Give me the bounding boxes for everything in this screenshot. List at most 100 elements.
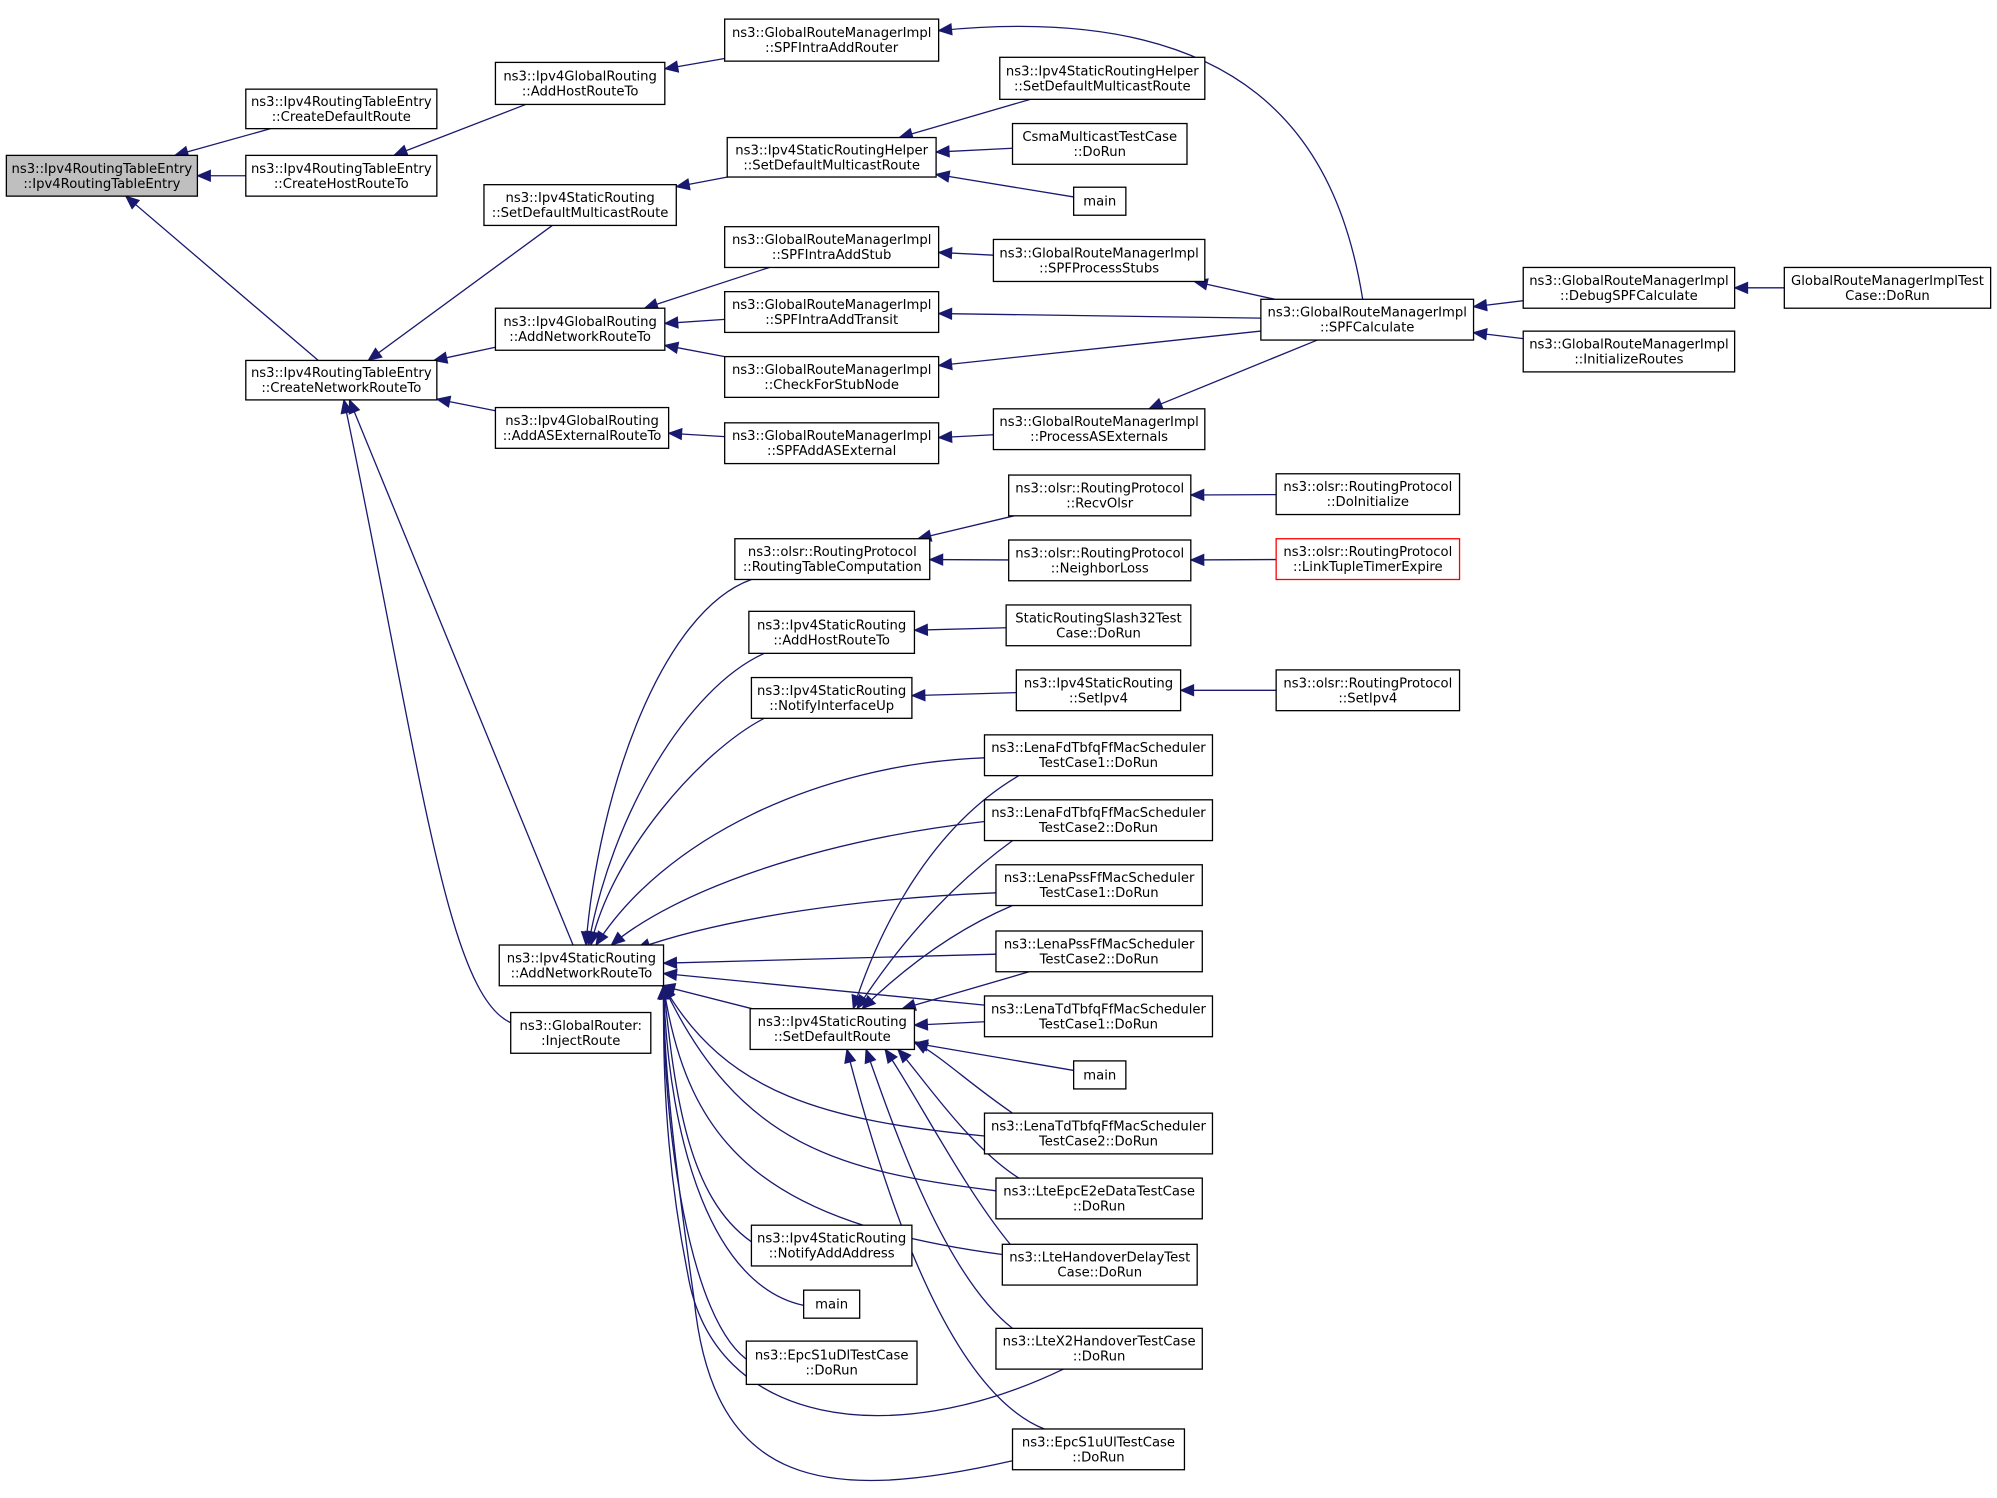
graph-node-routingTableComputation[interactable]: ns3::olsr::RoutingProtocol::RoutingTable… (734, 538, 931, 581)
graph-node-lenaTdTbfq2[interactable]: ns3::LenaTdTbfqFfMacSchedulerTestCase2::… (983, 1112, 1214, 1155)
node-label-line: ns3::LenaFdTbfqFfMacScheduler (991, 806, 1206, 821)
graph-node-spfIntraAddRouter[interactable]: ns3::GlobalRouteManagerImpl::SPFIntraAdd… (724, 18, 940, 62)
edge-arrowhead (663, 60, 680, 73)
graph-node-lteX2Handover[interactable]: ns3::LteX2HandoverTestCase::DoRun (995, 1327, 1203, 1370)
graph-node-spfCalculate[interactable]: ns3::GlobalRouteManagerImpl::SPFCalculat… (1260, 298, 1475, 341)
call-edge-recvOlsr-to-routingTableComputation (916, 515, 1015, 542)
node-label-line: ns3::LenaPssFfMacScheduler (1004, 871, 1195, 886)
node-label-line: main (1083, 195, 1116, 210)
edges-layer (124, 23, 1785, 1482)
graph-node-setIpv4Static[interactable]: ns3::Ipv4StaticRouting::SetIpv4 (1015, 669, 1182, 712)
graph-node-mainC4b[interactable]: main (1072, 1060, 1127, 1090)
graph-node-staticSetDefaultMulticastRoute[interactable]: ns3::Ipv4StaticRouting::SetDefaultMultic… (483, 184, 677, 227)
node-label-line: ns3::GlobalRouteManagerImpl (1529, 274, 1728, 289)
node-box (995, 930, 1203, 973)
node-label-line: ::CreateNetworkRouteTo (261, 381, 421, 396)
node-box (1275, 473, 1461, 516)
node-label-line: ns3::Ipv4StaticRouting (758, 1015, 907, 1030)
graph-node-createHostRouteTo[interactable]: ns3::Ipv4RoutingTableEntry::CreateHostRo… (245, 154, 438, 197)
node-label-line: ::CreateHostRouteTo (274, 177, 409, 192)
graph-node-spfIntraAddStub[interactable]: ns3::GlobalRouteManagerImpl::SPFIntraAdd… (724, 226, 940, 269)
graph-node-epcS1uDl[interactable]: ns3::EpcS1uDlTestCase::DoRun (745, 1340, 918, 1386)
node-label-line: ns3::LteEpcE2eDataTestCase (1003, 1184, 1195, 1199)
node-box (983, 1112, 1214, 1155)
graph-node-lteEpcE2e[interactable]: ns3::LteEpcE2eDataTestCase::DoRun (995, 1177, 1203, 1220)
graph-node-debugSPFCalculate[interactable]: ns3::GlobalRouteManagerImpl::DebugSPFCal… (1522, 266, 1736, 309)
edge-line (587, 652, 765, 946)
node-box (724, 422, 940, 465)
edge-line (938, 25, 1364, 300)
graph-node-doInitialize[interactable]: ns3::olsr::RoutingProtocol::DoInitialize (1275, 473, 1461, 516)
graph-node-spfIntraAddTransit[interactable]: ns3::GlobalRouteManagerImpl::SPFIntraAdd… (724, 291, 940, 334)
node-label-line: ns3::olsr::RoutingProtocol (1283, 545, 1452, 560)
graph-node-notifyInterfaceUp[interactable]: ns3::Ipv4StaticRouting::NotifyInterfaceU… (750, 676, 913, 719)
node-label-line: ns3::GlobalRouter: (520, 1019, 643, 1034)
graph-node-lenaFdTbfq1[interactable]: ns3::LenaFdTbfqFfMacSchedulerTestCase1::… (983, 734, 1214, 777)
graph-node-processASExternals[interactable]: ns3::GlobalRouteManagerImpl::ProcessASEx… (992, 408, 1206, 451)
graph-node-createDefaultRoute[interactable]: ns3::Ipv4RoutingTableEntry::CreateDefaul… (245, 88, 438, 130)
edge-line (343, 399, 511, 1024)
graph-node-spfAddASExternal[interactable]: ns3::GlobalRouteManagerImpl::SPFAddASExt… (724, 422, 940, 465)
edge-arrowhead (937, 430, 953, 444)
node-label-line: ns3::Ipv4StaticRouting (507, 951, 656, 966)
call-edge-processASExternals-to-spfAddASExternal (937, 430, 994, 444)
node-label-line: ns3::EpcS1uUlTestCase (1022, 1435, 1175, 1450)
node-label-line: ns3::EpcS1uDlTestCase (755, 1349, 909, 1364)
edge-arrowhead (856, 993, 870, 1010)
node-label-line: ::InitializeRoutes (1574, 353, 1683, 368)
graph-node-globalAddHostRouteTo[interactable]: ns3::Ipv4GlobalRouting::AddHostRouteTo (494, 61, 666, 106)
graph-node-lenaFdTbfq2[interactable]: ns3::LenaFdTbfqFfMacSchedulerTestCase2::… (983, 799, 1214, 842)
edge-arrowhead (913, 623, 929, 637)
edge-arrowhead (861, 994, 877, 1010)
graph-node-lenaTdTbfq1[interactable]: ns3::LenaTdTbfqFfMacSchedulerTestCase1::… (983, 995, 1214, 1038)
graph-node-helperSetDefaultMcastRoute2[interactable]: ns3::Ipv4StaticRoutingHelper::SetDefault… (999, 56, 1206, 100)
node-box (494, 307, 666, 351)
node-label-line: ::SPFIntraAddTransit (765, 313, 898, 328)
call-edge-checkForStubNode-to-globalAddNetworkRouteTo (663, 341, 725, 358)
node-label-line: ns3::Ipv4GlobalRouting (503, 69, 657, 84)
call-edge-spfCalculate-to-spfProcessStubs (1192, 278, 1276, 300)
graph-node-staticAddNetworkRouteTo[interactable]: ns3::Ipv4StaticRouting::AddNetworkRouteT… (498, 944, 665, 987)
node-box (724, 18, 940, 62)
call-edge-staticSlash32-to-staticAddHostRouteTo (913, 623, 1007, 637)
graph-node-globalRouterInjectRoute[interactable]: ns3::GlobalRouter::InjectRoute (510, 1011, 652, 1054)
node-box (245, 154, 438, 197)
graph-node-lenaPss1[interactable]: ns3::LenaPssFfMacSchedulerTestCase1::DoR… (995, 864, 1203, 907)
edge-arrowhead (864, 1048, 877, 1065)
graph-node-lenaPss2[interactable]: ns3::LenaPssFfMacSchedulerTestCase2::DoR… (995, 930, 1203, 973)
graph-node-staticAddHostRouteTo[interactable]: ns3::Ipv4StaticRouting::AddHostRouteTo (748, 610, 916, 655)
edge-arrowhead (196, 169, 211, 183)
node-label-line: ns3::olsr::RoutingProtocol (748, 545, 917, 560)
graph-node-recvOlsr[interactable]: ns3::olsr::RoutingProtocol::RecvOlsr (1008, 474, 1192, 517)
graph-node-checkForStubNode[interactable]: ns3::GlobalRouteManagerImpl::CheckForStu… (724, 355, 940, 399)
edge-arrowhead (884, 1048, 898, 1065)
graph-node-helperSetDefaultMulticastRoute[interactable]: ns3::Ipv4StaticRoutingHelper::SetDefault… (726, 136, 937, 178)
node-box (245, 88, 438, 130)
call-edge-helperSetDefaultMulticastRoute-to-staticSetDefaultMulticastRoute (675, 176, 728, 191)
graph-node-globalAddASExternalRouteTo[interactable]: ns3::Ipv4GlobalRouting::AddASExternalRou… (494, 406, 670, 449)
call-edge-spfIntraAddRouter-to-globalAddHostRouteTo (663, 57, 725, 73)
graph-node-neighborLoss[interactable]: ns3::olsr::RoutingProtocol::NeighborLoss (1008, 539, 1192, 582)
graph-node-linkTupleTimerExpire[interactable]: ns3::olsr::RoutingProtocol::LinkTupleTim… (1275, 538, 1461, 581)
graph-node-mainC4a[interactable]: main (1072, 186, 1127, 216)
graph-node-initializeRoutes[interactable]: ns3::GlobalRouteManagerImpl::InitializeR… (1522, 330, 1736, 373)
graph-node-globalAddNetworkRouteTo[interactable]: ns3::Ipv4GlobalRouting::AddNetworkRouteT… (494, 307, 666, 351)
graph-node-notifyAddAddress[interactable]: ns3::Ipv4StaticRouting::NotifyAddAddress (750, 1224, 913, 1267)
graph-node-createNetworkRouteTo[interactable]: ns3::Ipv4RoutingTableEntry::CreateNetwor… (245, 359, 438, 401)
edge-line (663, 972, 985, 1006)
graph-node-spfProcessStubs[interactable]: ns3::GlobalRouteManagerImpl::SPFProcessS… (992, 238, 1206, 283)
call-edge-lenaFdTbfq1-to-staticAddNetworkRouteTo (595, 757, 985, 947)
graph-node-setDefaultRoute[interactable]: ns3::Ipv4StaticRouting::SetDefaultRoute (749, 1008, 916, 1051)
graph-node-setIpv4Olsr[interactable]: ns3::olsr::RoutingProtocol::SetIpv4 (1275, 669, 1461, 712)
graph-node-csmaMulticastDoRun[interactable]: CsmaMulticastTestCase::DoRun (1011, 122, 1188, 165)
node-label-line: ::NeighborLoss (1051, 561, 1149, 576)
call-edge-spfAddASExternal-to-globalAddASExternalRouteTo (667, 427, 725, 441)
node-label-line: ::SPFAddASExternal (767, 444, 896, 459)
node-box (999, 56, 1206, 100)
graph-node-root[interactable]: ns3::Ipv4RoutingTableEntry::Ipv4RoutingT… (5, 154, 199, 197)
graph-node-mainC3[interactable]: main (802, 1289, 861, 1319)
graph-node-epcS1uUl[interactable]: ns3::EpcS1uUlTestCase::DoRun (1011, 1428, 1186, 1471)
